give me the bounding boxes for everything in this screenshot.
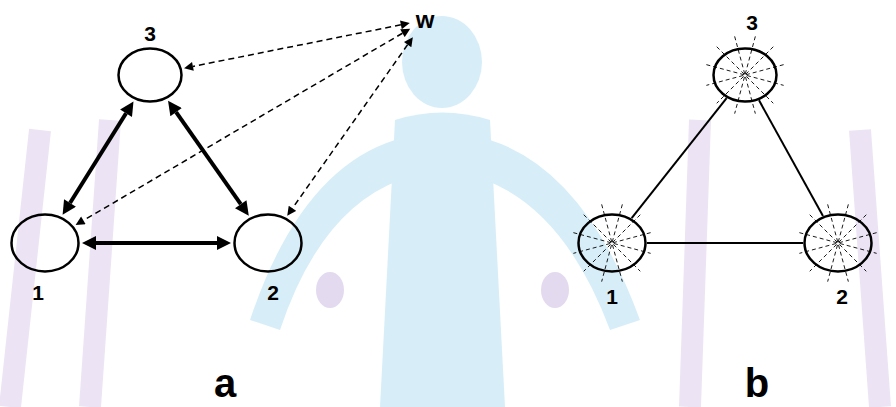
point-name: w	[416, 8, 435, 32]
panel-label: b	[745, 363, 769, 403]
circle-shape	[12, 215, 79, 272]
node-number: 2	[836, 286, 848, 307]
axis-line	[799, 233, 876, 254]
axis-line	[584, 215, 641, 272]
panel-label: a	[214, 363, 236, 403]
dashed-arrow	[83, 33, 402, 220]
link-arrow	[96, 241, 217, 245]
axis-line	[573, 233, 650, 254]
circle-outline	[803, 213, 873, 273]
watermark-figures	[316, 272, 569, 308]
circle-outline	[712, 47, 778, 103]
circle-shape	[119, 49, 182, 102]
dashed-arrow	[193, 25, 401, 67]
circle-shape	[579, 215, 646, 272]
node-number: 1	[32, 282, 44, 303]
link-arrow	[632, 98, 727, 218]
link-arrow	[176, 112, 241, 204]
circle-outline	[577, 213, 647, 273]
node-number: 2	[267, 282, 279, 303]
node-number: 3	[144, 23, 156, 44]
axis-line	[799, 233, 876, 254]
dashed-arrow	[292, 45, 407, 209]
axis-line	[810, 215, 867, 272]
node-circle: 1	[577, 213, 647, 273]
watermark-person	[250, 16, 640, 407]
axis-line	[584, 215, 641, 272]
circle-shape	[805, 215, 872, 272]
point-label: w	[414, 6, 437, 34]
node-number: 1	[606, 286, 618, 307]
link-arrow	[759, 100, 823, 216]
circle-outline	[10, 213, 80, 273]
axis-line	[810, 215, 867, 272]
link-arrow	[647, 242, 803, 244]
axis-line	[706, 65, 783, 86]
circle-shape	[714, 49, 777, 102]
circle-outline	[117, 47, 183, 103]
node-circle: 1	[10, 213, 80, 273]
node-circle: 3	[712, 47, 778, 103]
node-circle: 2	[803, 213, 873, 273]
axis-line	[573, 233, 650, 254]
node-circle: 3	[117, 47, 183, 103]
node-number: 3	[746, 12, 758, 33]
circle-shape	[235, 215, 302, 272]
link-arrow	[70, 113, 126, 203]
circle-outline	[233, 213, 303, 273]
node-circle: 2	[233, 213, 303, 273]
axis-line	[706, 65, 783, 86]
